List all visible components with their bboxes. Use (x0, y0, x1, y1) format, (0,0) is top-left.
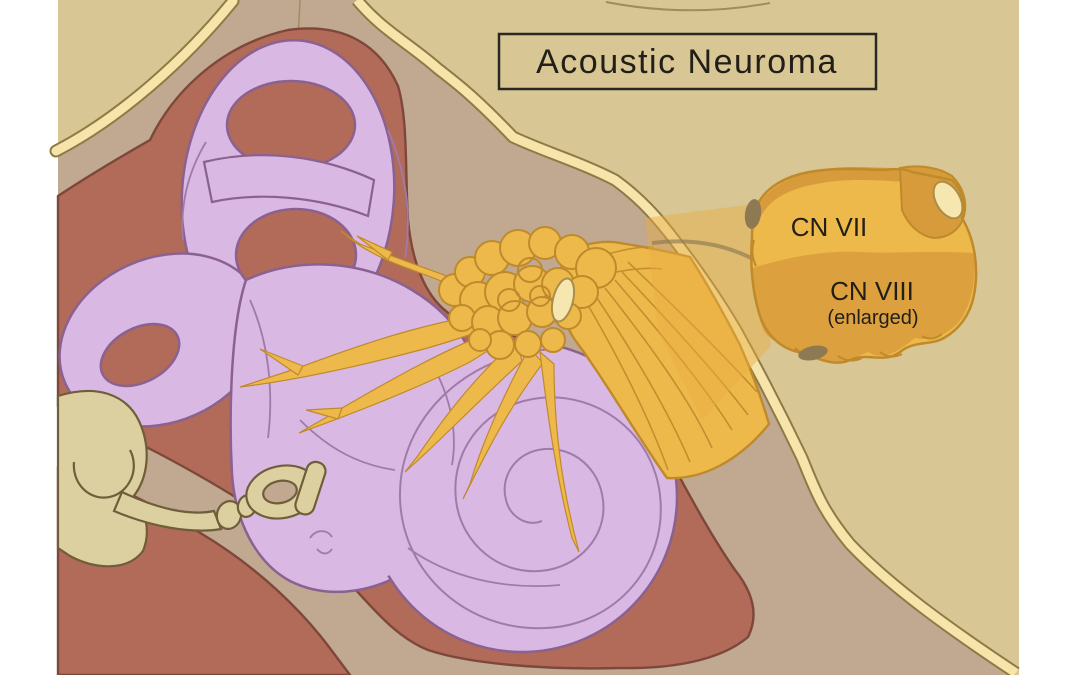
cn8-enlarged-label: (enlarged) (827, 307, 918, 329)
title-box: Acoustic Neuroma (497, 32, 878, 91)
labyrinth (58, 38, 679, 654)
ossicle-mass (56, 389, 148, 568)
ossicle-contour (72, 449, 135, 499)
cn-top-cap (756, 167, 905, 218)
posterior-canal-window (99, 322, 181, 388)
lateral-canal-band (202, 154, 376, 218)
cn-inset: CN VII CN VIII (enlarged) (744, 165, 978, 364)
cn7-label: CN VII (791, 212, 868, 242)
nerve-stub-cut-end (550, 277, 576, 323)
ossicle-node-1 (215, 500, 243, 530)
cn-tube-cut-end (932, 180, 964, 220)
wash-top-shadow (651, 239, 754, 261)
ossicle-chain (56, 389, 327, 568)
title-box-border (497, 32, 878, 91)
stapes-footplate (294, 460, 327, 516)
cn8-region (753, 251, 975, 363)
cn8-label: CN VIII (830, 276, 914, 306)
cn-bottom-shadow (798, 345, 828, 361)
cn-left-shadow (744, 199, 762, 229)
page-title: Acoustic Neuroma (536, 43, 838, 81)
nerve-trunk-body (557, 240, 771, 480)
trunk-striations (575, 246, 758, 471)
top-edge-arc (605, 1, 771, 12)
ossicle-neck (112, 490, 223, 532)
stapes-window (262, 479, 298, 505)
nerve-trunk (557, 240, 771, 480)
nerve-wash-overlay (645, 204, 771, 420)
schwannoma-cluster (438, 226, 617, 360)
cn-outline (750, 167, 978, 364)
cortical-band-left (49, 0, 240, 158)
